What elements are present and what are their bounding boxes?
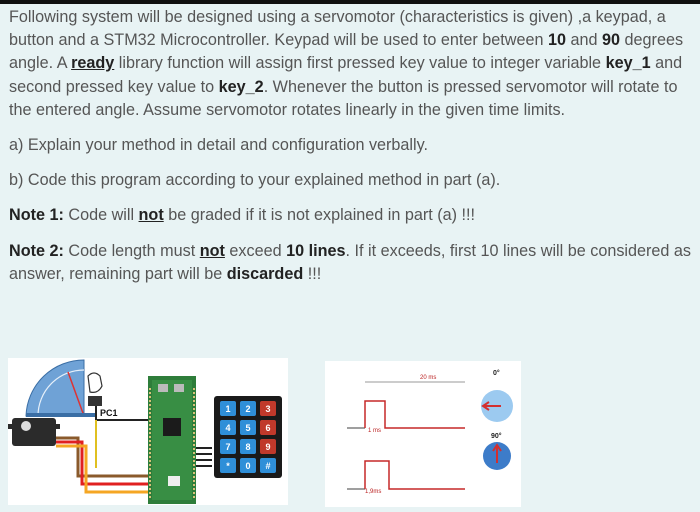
keypad-key-label: 9: [265, 442, 270, 452]
keypad-key-label: *: [226, 461, 230, 471]
keypad-key: [220, 458, 236, 473]
protractor-icon: [25, 359, 85, 417]
keypad-key: [240, 439, 256, 454]
note-1: Note 1: Code will not be graded if it is…: [9, 206, 476, 225]
part-a: a) Explain your method in detail and con…: [9, 136, 429, 155]
period-label: 20 ms: [420, 375, 436, 381]
keypad-key-label: 7: [225, 442, 230, 452]
timing-diagram: 20 ms 1 ms 1,9ms 0° 90°: [347, 369, 513, 495]
circuit-image: PC1 1 2 3 4 5 6 7 8 9 * 0 #: [8, 358, 288, 505]
keypad-key-label: 2: [245, 404, 250, 414]
keypad-key: [240, 420, 256, 435]
keypad-key-label: 0: [245, 461, 250, 471]
keypad-key: [240, 458, 256, 473]
pulse-2-waveform: [364, 460, 465, 490]
key1-variable: key_1: [605, 54, 651, 73]
button-hand-icon: [87, 372, 103, 393]
pulse-1-waveform: [364, 400, 465, 429]
keypad-key: [260, 439, 276, 454]
key2-variable: key_2: [218, 77, 264, 96]
top-bar: [0, 0, 700, 4]
pulse-2-label: 1,9ms: [365, 489, 381, 495]
angle-90-label: 90°: [491, 432, 502, 440]
keypad-icon: [214, 396, 282, 478]
keypad-key-label: 3: [265, 404, 270, 414]
keypad-key-label: 4: [225, 423, 230, 433]
circuit-diagram: PC1 1 2 3 4 5 6 7 8 9 * 0 #: [8, 359, 282, 504]
angle-0-label: 0°: [493, 369, 500, 377]
question-text: Following system will be designed using …: [9, 6, 693, 286]
arrow-left-icon: [481, 401, 501, 411]
keypad-key-label: 5: [245, 423, 250, 433]
problem-paragraph: Following system will be designed using …: [9, 8, 684, 119]
keypad-key-label: 6: [265, 423, 270, 433]
keypad-key: [240, 401, 256, 416]
keypad-key-label: #: [265, 461, 270, 471]
keypad-key-label: 8: [245, 442, 250, 452]
part-b: b) Code this program according to your e…: [9, 171, 501, 190]
keypad-key: [220, 401, 236, 416]
arrow-up-icon: [492, 443, 502, 463]
note-2: Note 2: Code length must not exceed 10 l…: [9, 241, 692, 283]
pc1-label: PC1: [100, 408, 118, 418]
pulse-1-label: 1 ms: [368, 428, 381, 434]
ready-emphasis: ready: [71, 54, 115, 73]
keypad-key: [260, 420, 276, 435]
keypad-key: [260, 458, 276, 473]
timing-diagram-image: 20 ms 1 ms 1,9ms 0° 90°: [325, 361, 521, 507]
keypad-key-label: 1: [225, 404, 230, 414]
keypad-key: [220, 439, 236, 454]
keypad-key: [260, 401, 276, 416]
servo-motor-icon: [12, 418, 56, 446]
keypad-key: [220, 420, 236, 435]
